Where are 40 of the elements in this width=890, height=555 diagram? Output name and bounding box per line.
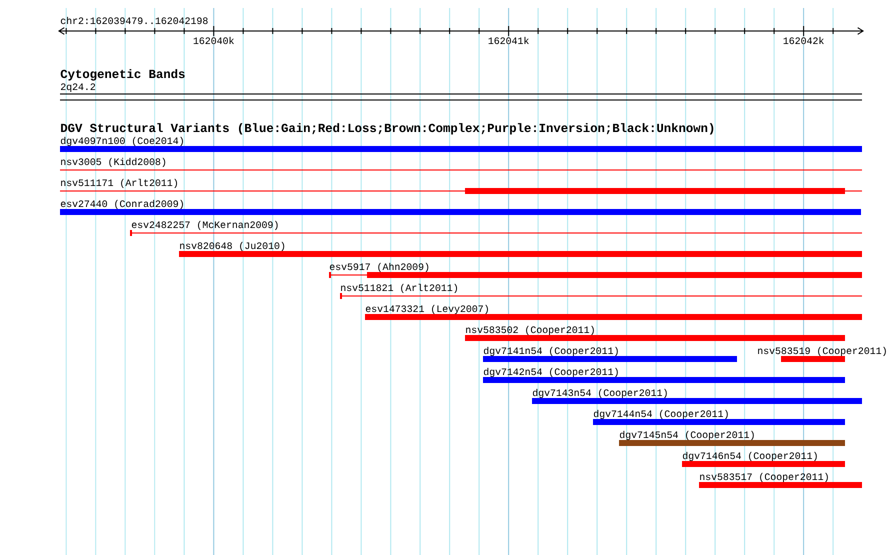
- node-label: esv1473321 (Levy2007): [366, 304, 488, 314]
- variant-feature: nsv511821 (Arlt2011): [340, 284, 862, 299]
- node-label: nsv511171 (Arlt2011): [61, 178, 178, 188]
- node-label: dgv7145n54 (Cooper2011): [620, 430, 754, 440]
- variant-feature: dgv7143n54 (Cooper2011): [532, 388, 862, 404]
- track-title: Cytogenetic Bands: [60, 69, 185, 81]
- variant-feature: esv27440 (Conrad2009): [60, 200, 861, 215]
- node-label: dgv7146n54 (Cooper2011): [682, 452, 817, 462]
- node-label: esv27440 (Conrad2009): [60, 200, 183, 210]
- variant-feature: nsv3005 (Kidd2008): [60, 158, 862, 170]
- variant-feature: nsv583517 (Cooper2011): [699, 472, 862, 488]
- variant-feature: nsv820648 (Ju2010): [179, 242, 862, 257]
- node-label: nsv583517 (Cooper2011): [700, 472, 828, 482]
- node-label: dgv7142n54 (Cooper2011): [484, 368, 618, 378]
- variant-feature: esv2482257 (McKernan2009): [130, 220, 862, 236]
- tick-label: 162041k: [486, 36, 531, 44]
- node-label: esv5917 (Ahn2009): [330, 262, 428, 272]
- variant-feature: dgv7142n54 (Cooper2011): [483, 368, 845, 383]
- track-title: DGV Structural Variants (Blue:Gain;Red:Loss;Brown:Complex;Purple:Inversion;Black:Unknown): [61, 123, 714, 135]
- variant-feature: dgv7141n54 (Cooper2011): [483, 346, 737, 362]
- tick-label: 162040k: [192, 36, 236, 44]
- band-label: 2q24.2: [60, 83, 96, 92]
- variant-feature: esv5917 (Ahn2009): [329, 262, 862, 278]
- node-label: nsv583519 (Cooper2011): [758, 346, 886, 356]
- node-label: nsv820648 (Ju2010): [180, 242, 284, 252]
- variant-feature: esv1473321 (Levy2007): [365, 304, 862, 320]
- variant-feature: dgv4097n100 (Coe2014): [60, 136, 862, 152]
- variant-feature: nsv583519 (Cooper2011): [758, 346, 886, 362]
- variant-feature: nsv583502 (Cooper2011): [465, 326, 845, 341]
- variant-feature: dgv7144n54 (Cooper2011): [593, 410, 845, 425]
- variant-feature: nsv511171 (Arlt2011): [60, 178, 862, 194]
- node-label: dgv7144n54 (Cooper2011): [594, 410, 728, 420]
- tick-label: 162042k: [782, 36, 826, 44]
- variant-feature: dgv7146n54 (Cooper2011): [682, 452, 845, 467]
- node-label: dgv7143n54 (Cooper2011): [532, 388, 667, 398]
- node-label: dgv7141n54 (Cooper2011): [484, 346, 618, 356]
- variant-feature: dgv7145n54 (Cooper2011): [619, 430, 845, 446]
- position-label: chr2:162039479..162042198: [60, 16, 208, 24]
- node-label: dgv4097n100 (Coe2014): [60, 136, 183, 146]
- node-label: nsv583502 (Cooper2011): [466, 326, 594, 336]
